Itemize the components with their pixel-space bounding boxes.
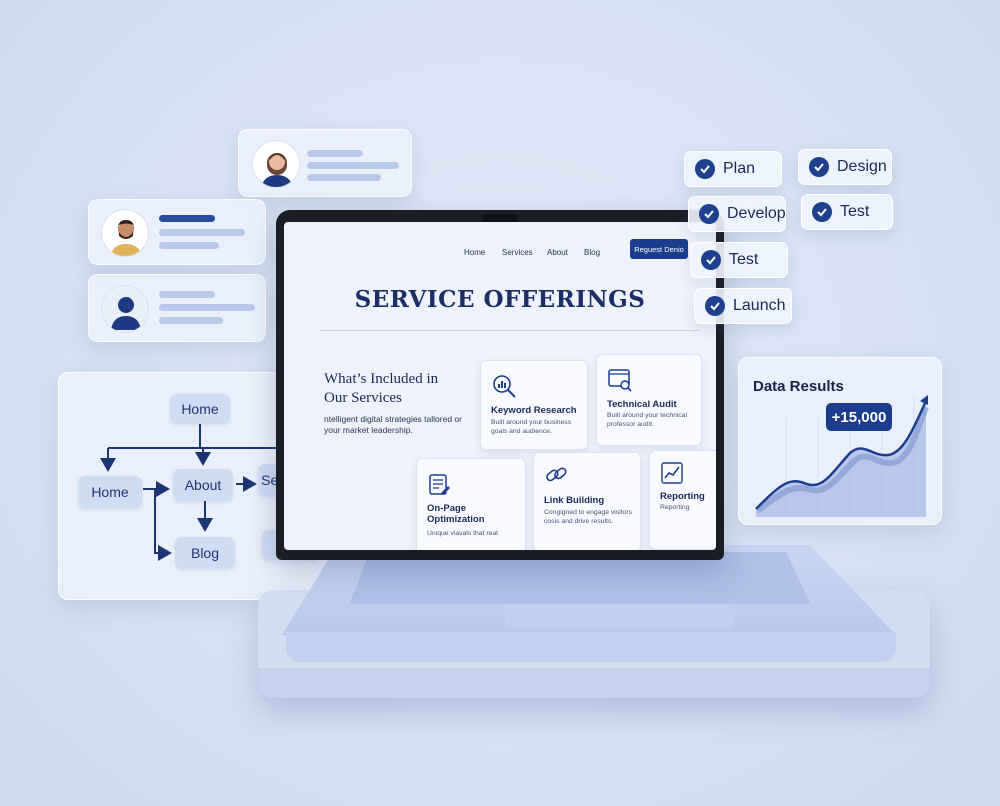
section-heading: What’s Included in Our Services [324,371,439,406]
checklist-item-plan[interactable]: Plan [684,151,782,187]
page-edit-icon [429,474,450,495]
data-results-badge: +15,000 [826,403,892,431]
checklist-label: Test [729,251,759,268]
checklist-item-launch[interactable]: Launch [694,288,792,324]
user-silhouette-icon [101,285,149,333]
divider [320,330,700,331]
profile-card-woman[interactable] [238,129,412,197]
checklist-label: Launch [733,297,786,314]
service-desc: Unique viavals that reat [427,530,499,537]
woman-avatar-icon [252,140,300,188]
profile-line [159,215,215,222]
checklist-label: Test [840,203,870,220]
trend-area-shadow [756,405,929,514]
checklist-label: Design [837,158,887,175]
trend-line [755,400,928,510]
service-desc: Built around your technical professor au… [607,412,688,428]
profile-line [159,229,245,236]
service-title: On-Page Optimization [427,503,485,525]
laptop-base-front [286,632,896,662]
laptop-camera-notch [482,214,518,224]
sitemap-node-about[interactable]: About [173,469,233,501]
site-nav-home[interactable]: Home [464,248,486,257]
laptop-stand-front [258,668,930,698]
checklist-label: Develop [727,205,786,222]
service-desc: Reporting [660,504,690,511]
section-description: ntelligent digital strategies tallored o… [324,414,462,435]
chain-link-icon [546,467,567,482]
check-icon [809,157,829,177]
checklist-item-test[interactable]: Test [801,194,893,230]
check-icon [705,296,725,316]
man-avatar-icon [101,209,149,257]
service-card-keyword-research[interactable]: Keyword Research Built around your busin… [480,360,588,450]
profile-line [159,242,219,249]
service-title: Technical Audit [607,399,677,410]
check-icon [701,250,721,270]
page-title: SERVICE OFFERINGS [354,286,646,313]
site-nav-about[interactable]: About [547,248,568,257]
check-icon [699,204,719,224]
profile-line [159,317,223,324]
site-nav-services[interactable]: Services [502,248,533,257]
service-card-on-page-optimization[interactable]: On-Page Optimization Unique viavals that… [416,458,526,550]
profile-line [307,150,363,157]
checklist-label: Plan [723,160,756,177]
service-desc: Congigned to engage visitors cosis and d… [544,509,633,525]
checklist-item-design[interactable]: Design [798,149,892,185]
profile-line [307,162,399,169]
profile-card-user[interactable] [88,274,266,342]
site-nav-blog[interactable]: Blog [584,248,601,257]
request-demo-button[interactable]: Reguest Denio [630,239,688,259]
service-title: Link Building [544,495,605,506]
magnifier-chart-icon [493,375,516,398]
profile-line [159,304,255,311]
service-title: Reporting [660,491,705,502]
laptop-trackpad[interactable] [505,604,735,628]
service-card-link-building[interactable]: Link Building Congigned to engage visito… [533,452,641,550]
sitemap-node-home-top[interactable]: Home [170,394,230,424]
service-desc: Built around your business goals and aud… [491,419,572,435]
service-card-reporting[interactable]: Reporting Reporting [649,450,716,550]
sitemap-node-blog[interactable]: Blog [175,537,235,569]
check-icon [695,159,715,179]
check-icon [812,202,832,222]
data-results-title: Data Results [753,378,844,395]
checklist-item-develop[interactable]: Develop [688,196,786,232]
browser-search-icon [608,369,632,392]
data-results-trend-chart [755,395,929,517]
line-chart-icon [661,462,683,484]
laptop-keyboard [349,552,811,604]
checklist-item-test-2[interactable]: Test [690,242,788,278]
service-card-technical-audit[interactable]: Technical Audit Built around your techni… [596,354,702,446]
profile-card-man[interactable] [88,199,266,265]
service-title: Keyword Research [491,405,577,416]
sitemap-node-home[interactable]: Home [78,476,142,508]
profile-line [159,291,215,298]
profile-line [307,174,381,181]
trend-arrow-head [920,395,928,405]
laptop-screen: Home Services About Blog Reguest Denio S… [284,222,716,550]
